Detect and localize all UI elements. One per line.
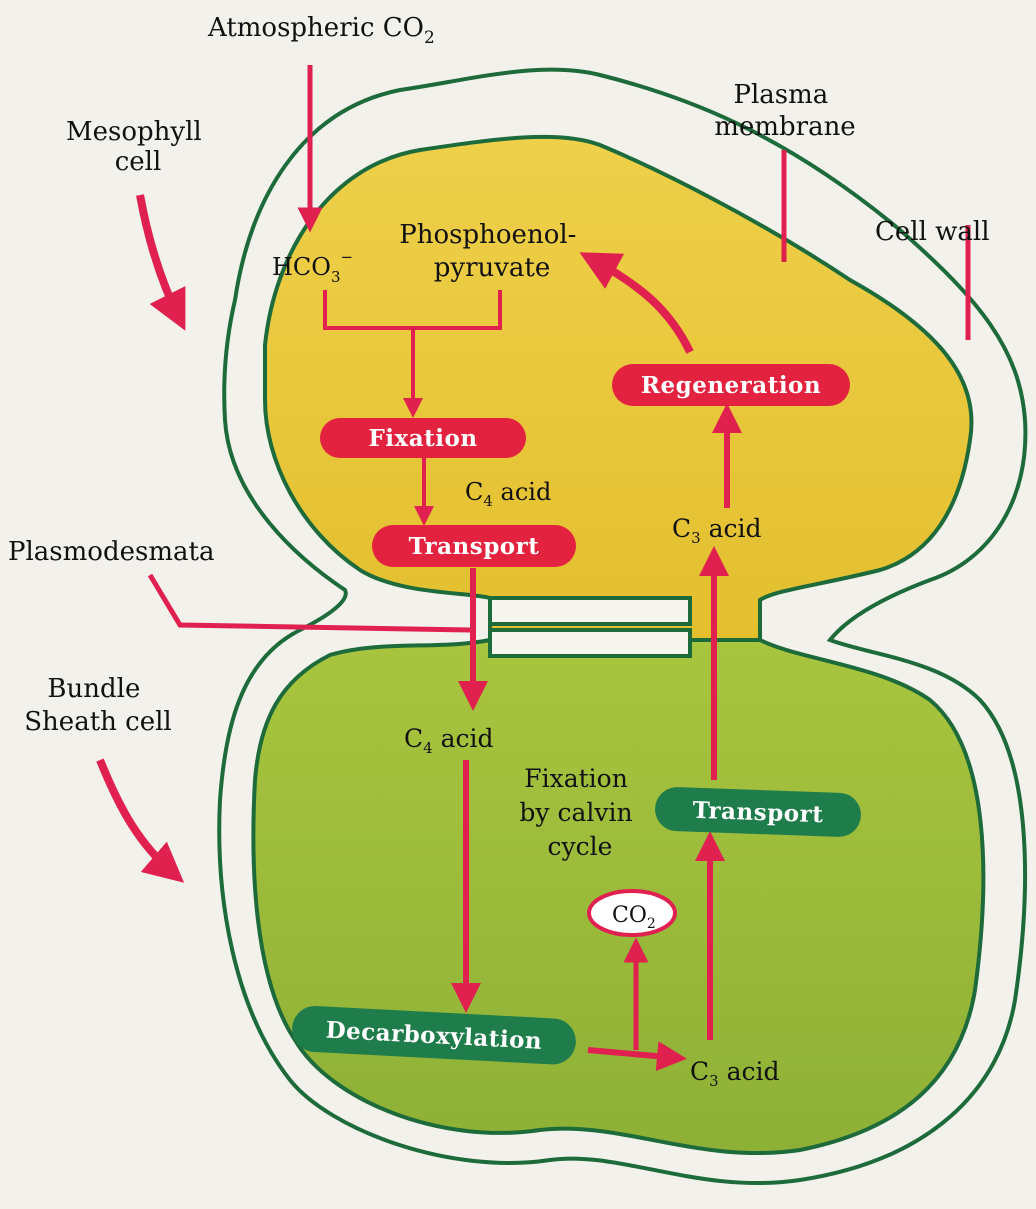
- svg-text:Regeneration: Regeneration: [641, 372, 821, 399]
- bundle-sheath-pointer-arrow: [100, 760, 175, 875]
- mesophyll-pointer-arrow: [140, 195, 180, 320]
- cell-wall-label: Cell wall: [875, 217, 990, 247]
- svg-text:Transport: Transport: [409, 533, 540, 560]
- c4-acid-lower-label: C4 acid: [404, 724, 494, 757]
- plasmodesmata-label: Plasmodesmata: [8, 537, 214, 567]
- svg-text:Fixation: Fixation: [368, 425, 477, 452]
- transport-step-upper: Transport: [372, 525, 576, 567]
- svg-text:Transport: Transport: [692, 797, 824, 829]
- plasma-membrane-label: Plasma membrane: [714, 80, 855, 142]
- regeneration-step: Regeneration: [612, 364, 850, 406]
- co2-released: CO2: [589, 891, 675, 935]
- transport-step-lower: Transport: [654, 786, 861, 837]
- c3-acid-lower-label: C3 acid: [690, 1057, 780, 1090]
- c3-acid-upper-label: C3 acid: [672, 514, 762, 547]
- bundle-sheath-label: Bundle Sheath cell: [24, 674, 171, 737]
- c4-acid-upper-label: C4 acid: [465, 478, 551, 510]
- mesophyll-cell-label: Mesophyll cell: [66, 117, 210, 177]
- fixation-step: Fixation: [320, 418, 526, 458]
- atmospheric-co2-label: Atmospheric CO2: [207, 13, 435, 48]
